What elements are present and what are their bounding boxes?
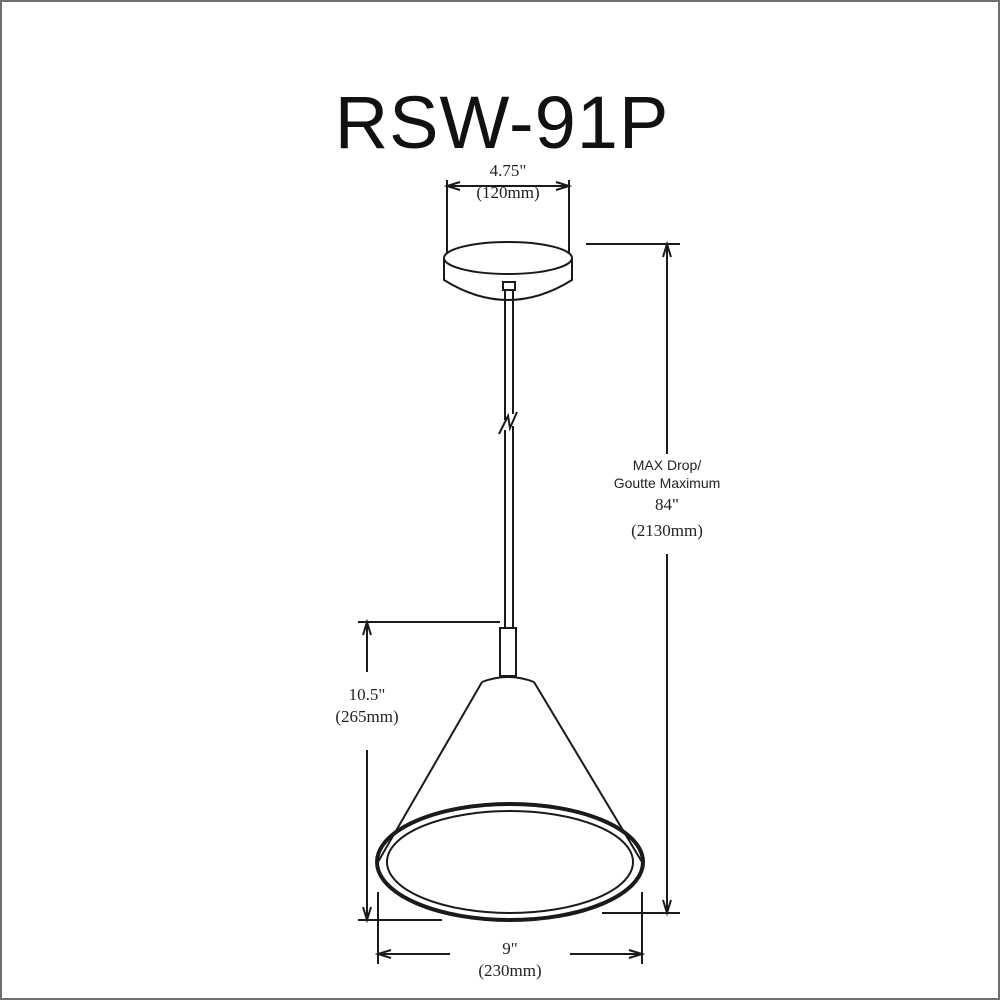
- drop-arrow-top: [662, 240, 672, 258]
- model-title: RSW-91P: [334, 81, 670, 164]
- drop-label-1: MAX Drop/: [632, 457, 702, 473]
- socket-cap: [499, 627, 517, 677]
- drop-arrow-bottom: [662, 899, 672, 917]
- canopy-top: [443, 241, 573, 275]
- shade-rim-outer: [375, 802, 645, 922]
- canopy-nut: [502, 281, 516, 291]
- canopy-inches: 4.75": [489, 161, 527, 180]
- width-dimension-label: 9" (230mm): [450, 938, 570, 982]
- drop-inches: 84": [655, 495, 679, 514]
- canopy-arrow-right: [555, 181, 573, 191]
- width-mm: (230mm): [478, 961, 542, 980]
- rod-break-mark: [498, 411, 518, 435]
- width-arrow-right: [628, 949, 646, 959]
- shade-top: [481, 676, 535, 683]
- shade-rim-inner: [386, 810, 634, 914]
- canopy-dimension-label: 4.75" (120mm): [438, 160, 578, 204]
- drop-dimension-label: MAX Drop/ Goutte Maximum 84" (2130mm): [577, 456, 757, 542]
- drop-label-2: Goutte Maximum: [613, 475, 721, 491]
- canopy-arrow-left: [443, 181, 461, 191]
- canopy-mm: (120mm): [476, 183, 540, 202]
- height-arrow-top: [362, 618, 372, 636]
- drop-mm: (2130mm): [631, 521, 703, 540]
- width-inches: 9": [502, 939, 518, 958]
- height-arrow-bottom: [362, 906, 372, 924]
- height-dimension-label: 10.5" (265mm): [307, 684, 427, 728]
- width-arrow-left: [374, 949, 392, 959]
- height-mm: (265mm): [335, 707, 399, 726]
- height-inches: 10.5": [348, 685, 386, 704]
- canopy-body: [443, 258, 573, 301]
